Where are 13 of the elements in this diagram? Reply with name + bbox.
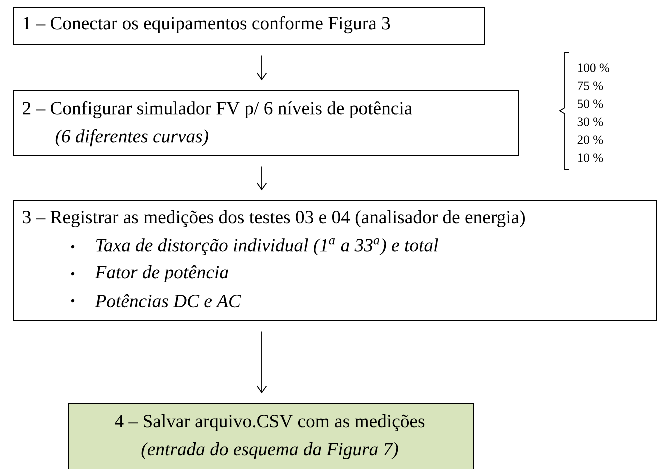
process-box: 1 – Conectar os equipamentos conforme Figura 3 bbox=[13, 7, 486, 46]
percent-label: 75 % bbox=[578, 82, 604, 90]
percent-label: 100 % bbox=[578, 64, 610, 72]
arrow bbox=[256, 55, 268, 81]
percent-label: 10 % bbox=[578, 154, 604, 162]
percent-label: 50 % bbox=[578, 100, 604, 108]
percent-label: 20 % bbox=[578, 136, 604, 144]
percent-label: 30 % bbox=[578, 118, 604, 126]
process-box: 2 – Configurar simulador FV p/ 6 níveis de potência (6 diferentes curvas) bbox=[13, 90, 520, 156]
arrow bbox=[256, 166, 268, 191]
arrow bbox=[256, 331, 268, 394]
process-box: 3 – Registrar as medições dos testes 03 e 04 (analisador de energia) Taxa de distorção individual (1$^{a}$ a 33$^{a}$) e total Fator de potência Potências DC e AC bbox=[13, 200, 658, 322]
process-box: 4 – Salvar arquivo.CSV com as medições (entrada do esquema da Figura 7) bbox=[68, 403, 474, 469]
